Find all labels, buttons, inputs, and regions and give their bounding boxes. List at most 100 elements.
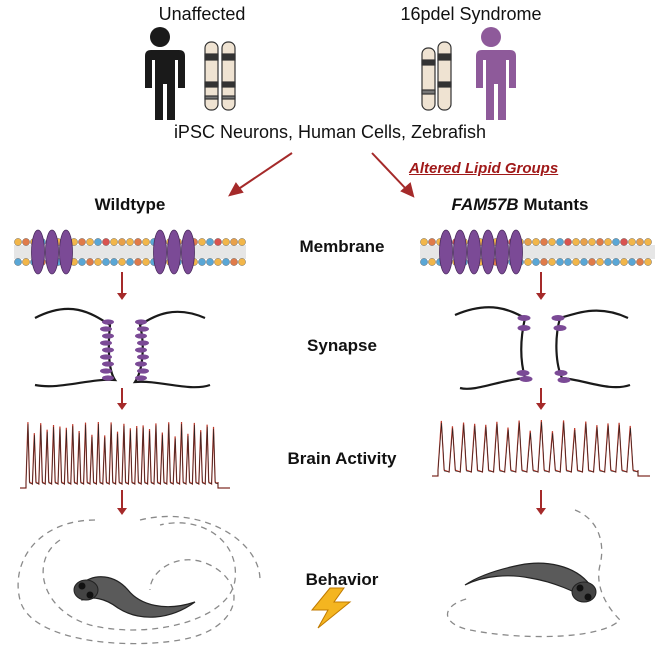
altered-lipid-groups-label: Altered Lipid Groups — [409, 160, 559, 177]
mutants-gene: FAM57B — [451, 195, 519, 214]
membrane-protein — [153, 229, 167, 275]
down-arrow-head — [117, 508, 127, 515]
synapse-protein — [137, 368, 149, 374]
lipid-head — [596, 238, 604, 246]
lipid-head — [14, 238, 22, 246]
unaffected-person-icon — [141, 27, 185, 120]
lipid-head — [628, 258, 636, 266]
lipid-head — [580, 238, 588, 246]
synapse-protein — [517, 315, 531, 321]
lipid-head — [110, 238, 118, 246]
lipid-head — [230, 238, 238, 246]
lipid-head — [644, 258, 652, 266]
lipid-head — [214, 238, 222, 246]
lipid-head — [134, 238, 142, 246]
membrane-protein — [509, 229, 523, 275]
lipid-head — [532, 258, 540, 266]
wildtype-synapse — [34, 307, 211, 389]
synapse-protein — [102, 333, 114, 339]
synapse-protein — [102, 319, 114, 325]
wildtype-membrane — [14, 229, 246, 275]
lipid-head — [78, 258, 86, 266]
lipid-head — [102, 238, 110, 246]
lightning-icon — [310, 587, 352, 629]
lipid-head — [222, 258, 230, 266]
lipid-head — [524, 258, 532, 266]
lipid-head — [604, 258, 612, 266]
lipid-head — [620, 258, 628, 266]
lipid-head — [636, 238, 644, 246]
lipid-head — [142, 238, 150, 246]
membrane-protein — [453, 229, 467, 275]
lipid-head — [22, 238, 30, 246]
lipid-head — [588, 238, 596, 246]
lipid-head — [14, 258, 22, 266]
synapse-protein — [517, 325, 531, 331]
lipid-head — [78, 238, 86, 246]
lipid-head — [134, 258, 142, 266]
lipid-head — [612, 238, 620, 246]
lipid-head — [110, 258, 118, 266]
lipid-head — [198, 258, 206, 266]
lipid-head — [102, 258, 110, 266]
membrane-protein — [481, 229, 495, 275]
lipid-head — [238, 258, 246, 266]
down-arrow-head — [117, 293, 127, 300]
syndrome-label: 16pdel Syndrome — [400, 4, 542, 24]
membrane-protein — [467, 229, 481, 275]
membrane-protein — [45, 229, 59, 275]
lipid-head — [86, 238, 94, 246]
synapse-protein — [553, 325, 567, 331]
lipid-head — [604, 238, 612, 246]
synapse-protein — [137, 354, 149, 360]
membrane-protein — [31, 229, 45, 275]
lipid-head — [564, 258, 572, 266]
down-arrow-head — [536, 403, 546, 410]
synapse-protein — [135, 361, 147, 367]
lipid-head — [198, 238, 206, 246]
wildtype-title: Wildtype — [94, 195, 166, 214]
chromosome-icon — [421, 41, 452, 111]
row-label-behavior: Behavior — [305, 570, 379, 589]
lipid-head — [588, 258, 596, 266]
lipid-head — [230, 258, 238, 266]
synapse-protein — [135, 347, 147, 353]
lipid-head — [420, 258, 428, 266]
unaffected-label: Unaffected — [158, 4, 246, 24]
wildtype-synapse-proteins — [100, 319, 149, 381]
membrane-protein — [167, 229, 181, 275]
mutant-membrane — [420, 229, 655, 275]
lipid-head — [420, 238, 428, 246]
lipid-head — [548, 238, 556, 246]
synapse-protein — [137, 340, 149, 346]
chromosome-icon — [204, 41, 236, 111]
lipid-head — [572, 238, 580, 246]
mutants-title: FAM57B Mutants — [420, 195, 620, 215]
syndrome-person-icon — [472, 27, 516, 120]
synapse-protein — [137, 326, 149, 332]
lipid-head — [620, 238, 628, 246]
lipid-head — [238, 238, 246, 246]
mutant-synapse-proteins — [516, 315, 571, 383]
lipid-head — [644, 238, 652, 246]
lipid-head — [22, 258, 30, 266]
zebrafish-icon — [464, 562, 597, 603]
lipid-head — [636, 258, 644, 266]
lipid-head — [126, 238, 134, 246]
lipid-head — [572, 258, 580, 266]
synapse-protein — [135, 319, 147, 325]
lipid-head — [94, 238, 102, 246]
synapse-protein — [516, 370, 530, 376]
synapse-protein — [551, 315, 565, 321]
lipid-head — [214, 258, 222, 266]
lipid-head — [580, 258, 588, 266]
synapse-protein — [100, 326, 112, 332]
row-label-brain-activity: Brain Activity — [287, 449, 397, 468]
lipid-head — [628, 238, 636, 246]
row-label-synapse: Synapse — [307, 336, 377, 355]
lipid-head — [206, 258, 214, 266]
wildtype-swim-path — [17, 515, 261, 645]
membrane-protein — [495, 229, 509, 275]
synapse-protein — [557, 377, 571, 383]
